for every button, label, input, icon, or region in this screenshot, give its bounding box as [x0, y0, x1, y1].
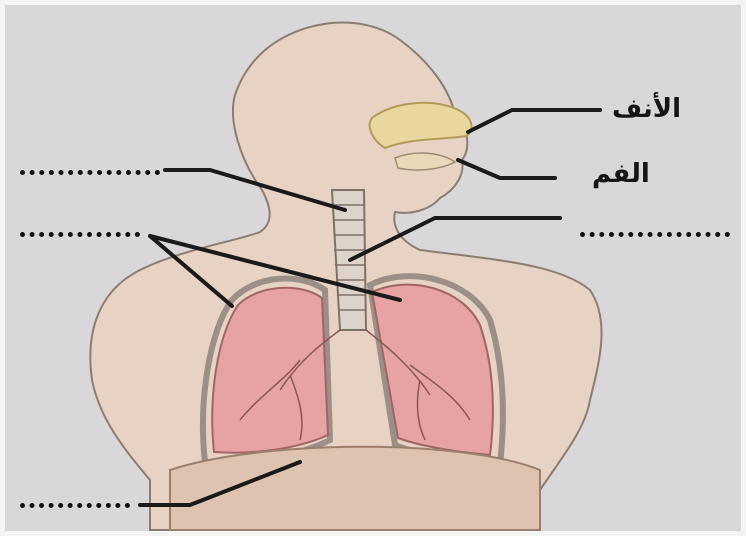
label-mouth: الفم	[586, 157, 656, 191]
blank-trachea[interactable]	[580, 232, 730, 237]
diaphragm	[170, 447, 540, 530]
label-nose: الأنف	[606, 92, 687, 126]
blank-throat[interactable]	[20, 170, 160, 175]
blank-diaphragm[interactable]	[20, 503, 130, 508]
leader-nose	[468, 110, 600, 132]
leader-mouth	[458, 160, 555, 178]
blank-pleura[interactable]	[20, 232, 140, 237]
